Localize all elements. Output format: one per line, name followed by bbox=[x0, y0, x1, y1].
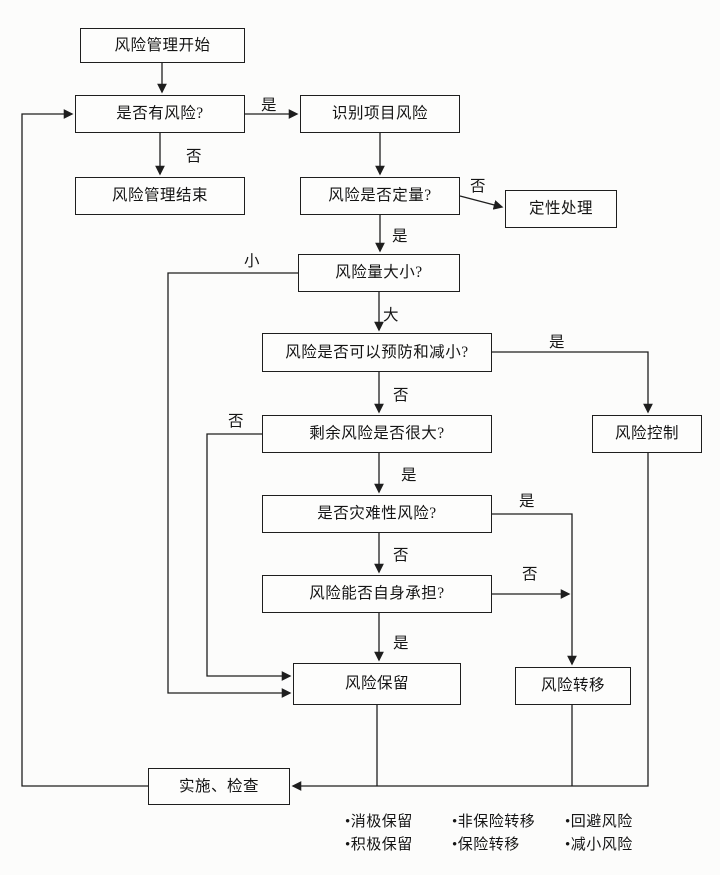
edge-control-to-implement bbox=[291, 453, 649, 791]
node-has-risk: 是否有风险? bbox=[75, 95, 245, 133]
node-magnitude: 风险量大小? bbox=[298, 254, 460, 292]
node-residual-large: 剩余风险是否很大? bbox=[262, 415, 492, 453]
edge-label-self-bear-yes: 是 bbox=[393, 635, 410, 652]
edge-label-catastrophic-no: 否 bbox=[393, 547, 410, 564]
node-end: 风险管理结束 bbox=[75, 177, 245, 215]
legend-active-retain: •积极保留 bbox=[345, 837, 413, 853]
node-risk-transfer: 风险转移 bbox=[515, 667, 631, 705]
legend-noninsurance-transfer: •非保险转移 bbox=[452, 814, 536, 830]
node-implement-check: 实施、检查 bbox=[148, 768, 290, 805]
edge-residual-no-retain bbox=[206, 433, 292, 681]
node-catastrophic: 是否灾难性风险? bbox=[262, 495, 492, 533]
legend-passive-retain: •消极保留 bbox=[345, 814, 413, 830]
node-is-quantitative: 风险是否定量? bbox=[300, 177, 460, 215]
edge-prevent-yes-control bbox=[492, 351, 653, 414]
edge-label-prevent-no: 否 bbox=[393, 387, 410, 404]
legend-insurance-transfer: •保险转移 bbox=[452, 837, 520, 853]
edge-label-prevent-yes: 是 bbox=[549, 334, 566, 351]
edge-label-magnitude-large: 大 bbox=[383, 307, 400, 324]
node-qualitative: 定性处理 bbox=[505, 190, 617, 228]
legend-avoid-risk: •回避风险 bbox=[565, 814, 633, 830]
node-risk-retain: 风险保留 bbox=[293, 663, 461, 705]
edge-quant-no-qualitative bbox=[459, 195, 504, 210]
edge-implement-loop-hasrisk bbox=[21, 109, 148, 787]
edge-label-catastrophic-yes: 是 bbox=[519, 493, 536, 510]
node-identify-risk: 识别项目风险 bbox=[300, 95, 460, 133]
legend-reduce-risk: •减小风险 bbox=[565, 837, 633, 853]
edge-label-residual-yes: 是 bbox=[401, 467, 418, 484]
node-risk-control: 风险控制 bbox=[592, 415, 702, 453]
edge-magnitude-small-retain bbox=[167, 272, 298, 698]
edge-label-magnitude-small: 小 bbox=[244, 253, 261, 270]
edge-label-self-bear-no: 否 bbox=[522, 566, 539, 583]
edge-label-quant-yes: 是 bbox=[392, 228, 409, 245]
edge-catastrophic-yes-transfer bbox=[492, 513, 577, 666]
edge-label-quant-no: 否 bbox=[470, 178, 487, 195]
node-preventable: 风险是否可以预防和减小? bbox=[262, 333, 492, 372]
edge-label-has-risk-yes: 是 bbox=[261, 97, 278, 114]
edge-label-has-risk-no: 否 bbox=[186, 148, 203, 165]
edge-label-residual-no: 否 bbox=[228, 413, 245, 430]
node-self-bear: 风险能否自身承担? bbox=[262, 575, 492, 613]
node-start: 风险管理开始 bbox=[80, 28, 245, 63]
